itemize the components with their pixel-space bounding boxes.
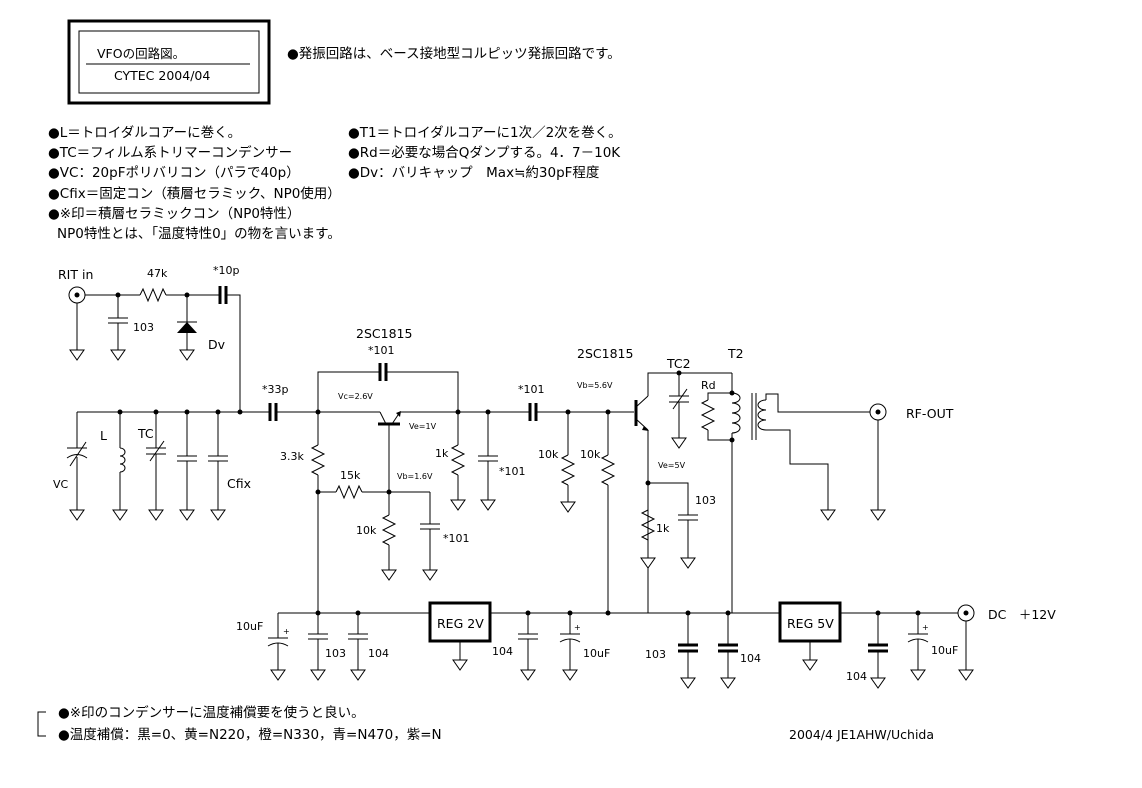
c104-d-label: 104 (846, 670, 867, 683)
note-line: ●T1＝トロイダルコアーに1次／2次を巻く。 (348, 125, 622, 141)
c103-b-label: 103 (695, 494, 716, 507)
c104-c-label: 104 (740, 652, 761, 665)
rit-in-label: RIT in (58, 267, 93, 282)
buffer-stage: *101 10k 10k 2SC1815 Vb=5.6V Ve=5V 103 1… (518, 346, 732, 613)
title-box: VFOの回路図。 CYTEC 2004/04 (67, 19, 271, 105)
note-line: ●VC：20pFポリバリコン（パラで40p） (48, 165, 300, 181)
rf-out-label: RF-OUT (906, 406, 954, 421)
reg5v-label: REG 5V (787, 616, 834, 631)
c101-coup-label: *101 (518, 383, 545, 396)
l-label: L (100, 428, 107, 443)
c101-top-label: *101 (368, 344, 395, 357)
footer-line1: ●※印のコンデンサーに温度補償要を使うと良い。 (58, 704, 365, 721)
title-line1: VFOの回路図。 (97, 46, 185, 61)
output-transformer: T2 Rd RF-OUT (700, 346, 954, 613)
c10p-label: *10p (213, 264, 239, 277)
ve-q1-label: Ve=1V (409, 422, 437, 431)
q2-label: 2SC1815 (577, 346, 633, 361)
r10k-c-label: 10k (580, 448, 601, 461)
c101-c-label: *101 (499, 465, 526, 478)
note-line: ●※印＝積層セラミックコン（NP0特性） (48, 206, 300, 222)
c10uf-b-label: 10uF (583, 647, 610, 660)
r15k-label: 15k (340, 469, 361, 482)
c10uf-c-label: 10uF (931, 644, 958, 657)
footer-line2: ●温度補償：黒=0、黄=N220，橙=N330，青=N470，紫=N (58, 727, 442, 743)
power-supply: + 10uF 103 104 REG 2V 104 + 10uF 103 104 (236, 601, 1056, 689)
c103-label: 103 (133, 321, 154, 334)
notes-right: ●T1＝トロイダルコアーに1次／2次を巻く。 ●Rd＝必要な場合Qダンプする。4… (348, 125, 622, 181)
vc-label: VC (53, 478, 69, 491)
footer: ●※印のコンデンサーに温度補償要を使うと良い。 ●温度補償：黒=0、黄=N220… (37, 704, 934, 743)
r10k-a-label: 10k (356, 524, 377, 537)
note-line: NP0特性とは、「温度特性0」の物を言います。 (57, 226, 341, 242)
intro-text: ●発振回路は、ベース接地型コルピッツ発振回路です。 (287, 45, 621, 62)
tc2-label: TC2 (666, 356, 691, 371)
ve-q2-label: Ve=5V (658, 461, 686, 470)
svg-text:+: + (922, 623, 929, 632)
c103-c-label: 103 (325, 647, 346, 660)
note-line: ●Dv：バリキャップ Max≒約30pF程度 (348, 165, 599, 181)
vc-q1-label: Vc=2.6V (338, 392, 373, 401)
r47k-label: 47k (147, 267, 168, 280)
note-line: ●Rd＝必要な場合Qダンプする。4．7－10K (348, 145, 621, 161)
t2-label: T2 (727, 346, 744, 361)
r1k-a-label: 1k (435, 447, 449, 460)
dc-12v-label: DC ＋12V (988, 607, 1056, 622)
dv-label: Dv (208, 337, 226, 352)
note-line: ●L＝トロイダルコアーに巻く。 (48, 125, 241, 141)
rit-section: RIT in 103 47k Dv *10p (58, 264, 241, 412)
reg2v-label: REG 2V (437, 616, 484, 631)
tc-label: TC (137, 426, 154, 441)
c104-b-label: 104 (492, 645, 513, 658)
tank-circuit: VC L TC Cfix *33p (53, 383, 380, 521)
c104-a-label: 104 (368, 647, 389, 660)
c103-d-label: 103 (645, 648, 666, 661)
notes-left: ●L＝トロイダルコアーに巻く。 ●TC＝フィルム系トリマーコンデンサー ●VC：… (48, 125, 341, 242)
oscillator-stage: 2SC1815 *101 Vc=2.6V Ve=1V 1k *101 Vb=1.… (280, 326, 530, 613)
vb-q2-label: Vb=5.6V (577, 381, 613, 390)
rd-label: Rd (701, 379, 716, 392)
note-line: ●TC＝フィルム系トリマーコンデンサー (48, 144, 292, 161)
c33p-label: *33p (262, 383, 288, 396)
vb-q1-label: Vb=1.6V (397, 472, 433, 481)
c10uf-a-label: 10uF (236, 620, 263, 633)
c101-b-label: *101 (443, 532, 470, 545)
svg-text:+: + (283, 627, 290, 636)
q1-label: 2SC1815 (356, 326, 412, 341)
r1k-b-label: 1k (656, 522, 670, 535)
credit: 2004/4 JE1AHW/Uchida (789, 727, 934, 742)
svg-text:+: + (574, 623, 581, 632)
note-line: ●Cfix＝固定コン（積層セラミック、NP0使用） (48, 185, 341, 202)
r10k-b-label: 10k (538, 448, 559, 461)
title-line2: CYTEC 2004/04 (114, 68, 210, 83)
cfix-label: Cfix (227, 476, 251, 491)
r3k3-label: 3.3k (280, 450, 304, 463)
